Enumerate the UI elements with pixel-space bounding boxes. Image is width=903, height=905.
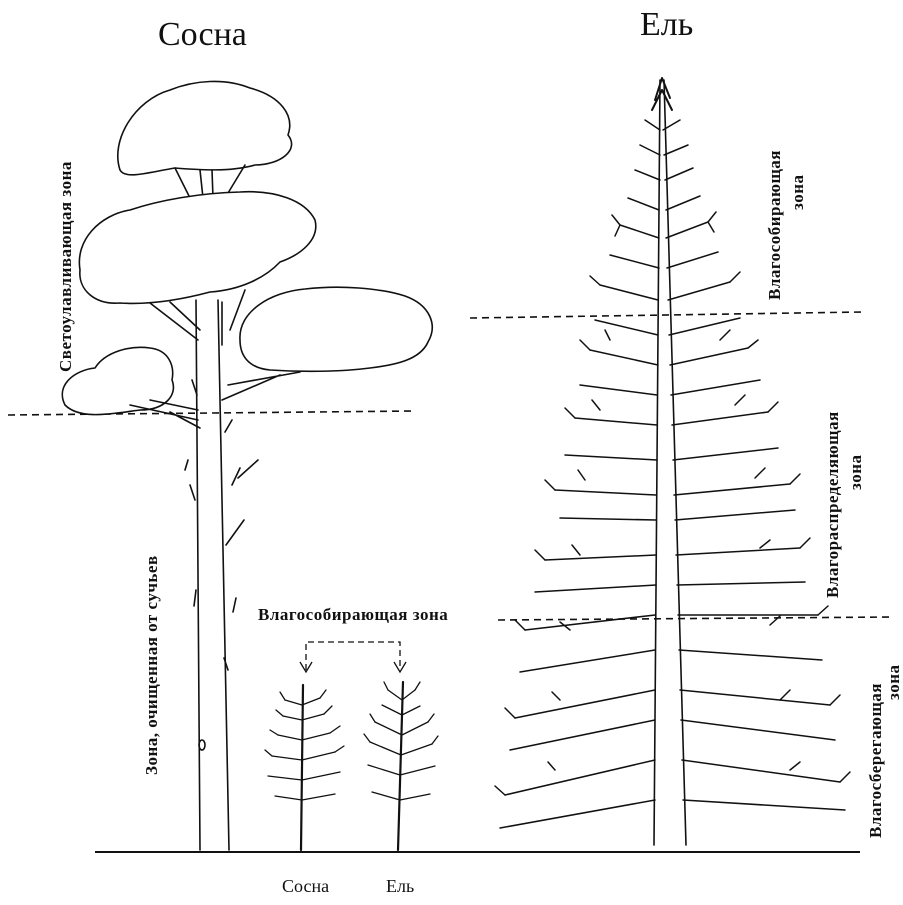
young-pine-label: Сосна <box>282 876 329 897</box>
pine-title: Сосна <box>158 16 247 54</box>
pine-light-zone-label: Светоулавливающая зона <box>56 161 76 372</box>
pine-crown-boundary <box>8 411 415 415</box>
spruce-title: Ель <box>640 6 693 44</box>
spruce-distribute-zone-label-1: Влагораспределяющая <box>823 411 843 598</box>
pine-cleared-zone-label: Зона, очищенная от сучьев <box>142 555 162 775</box>
young-trees-arrows <box>300 642 406 672</box>
spruce-distribute-zone-label-2: зона <box>846 454 866 490</box>
pine-tree <box>62 81 432 850</box>
spruce-collect-zone-label-1: Влагособирающая <box>765 150 785 300</box>
young-spruce-label: Ель <box>386 876 414 897</box>
young-pine <box>265 685 344 850</box>
spruce-upper-boundary <box>470 312 862 318</box>
spruce-collect-zone-label-2: зона <box>788 174 808 210</box>
young-trees-heading: Влагособирающая зона <box>258 605 448 625</box>
spruce-preserve-zone-label-1: Влагосберегающая <box>866 683 886 838</box>
spruce-preserve-zone-label-2: зона <box>884 664 903 700</box>
young-spruce <box>364 682 438 850</box>
spruce-lower-boundary <box>498 617 892 620</box>
